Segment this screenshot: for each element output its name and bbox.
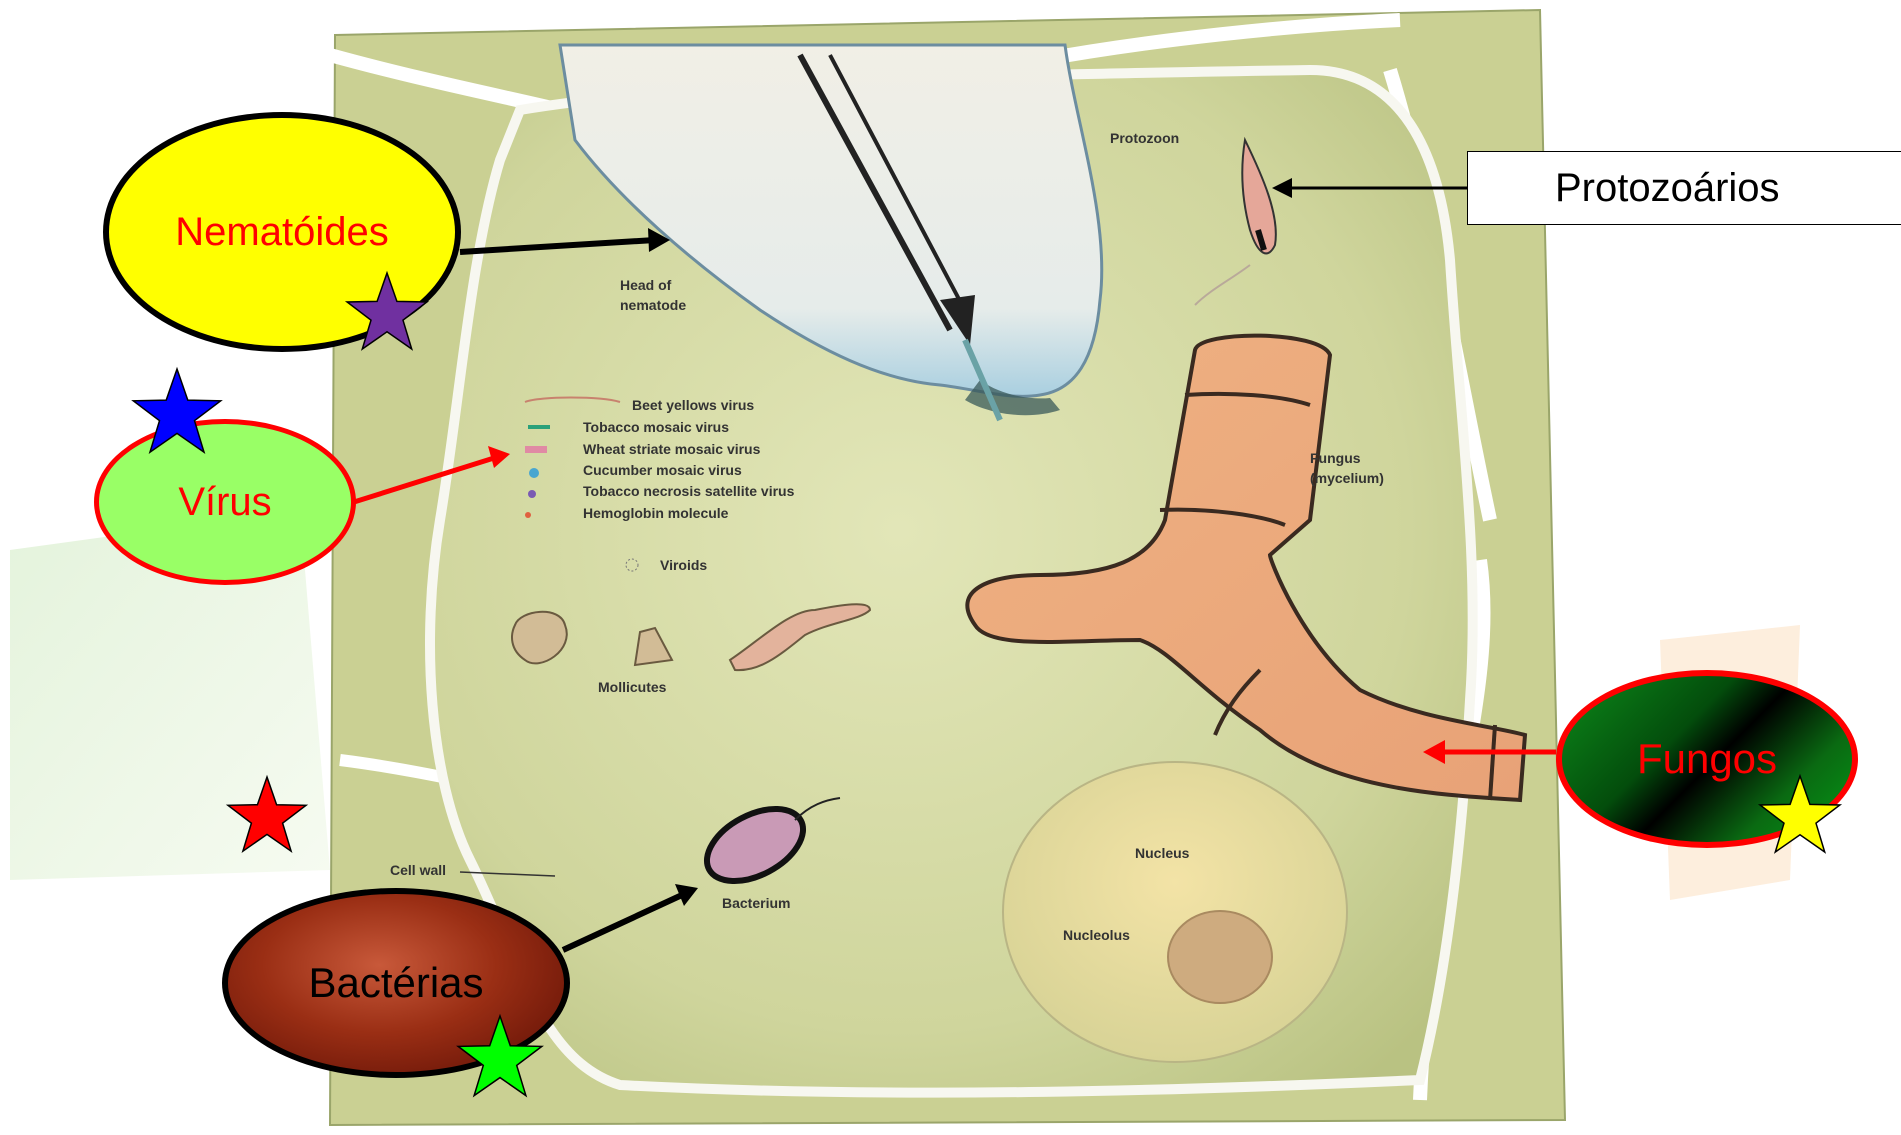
virus-list-item: Beet yellows virus: [632, 397, 754, 413]
virus-list-item: Tobacco necrosis satellite virus: [583, 483, 795, 499]
nucleolus-label: Nucleolus: [1063, 927, 1130, 943]
nucleus-label: Nucleus: [1135, 845, 1190, 861]
nematode-label: Head of: [620, 277, 672, 293]
cell-wall-label: Cell wall: [390, 862, 446, 878]
nematode-label: nematode: [620, 297, 686, 313]
virus-label: Vírus: [178, 482, 271, 522]
viroids-label: Viroids: [660, 557, 707, 573]
fungus-label: (mycelium): [1310, 470, 1384, 486]
protozoarios-callout: Protozoários: [1467, 151, 1901, 225]
mollicutes-label: Mollicutes: [598, 679, 667, 695]
virus-swatch: [525, 512, 531, 518]
bacterias-callout: Bactérias: [222, 888, 570, 1078]
virus-list-item: Hemoglobin molecule: [583, 505, 729, 521]
bacterias-label: Bactérias: [308, 962, 483, 1004]
fungos-callout: Fungos: [1556, 670, 1858, 848]
nematoides-callout: Nematóides: [103, 112, 461, 352]
virus-list-item: Tobacco mosaic virus: [583, 419, 729, 435]
virus-swatch: [528, 490, 536, 498]
virus-swatch: [525, 446, 547, 453]
virus-list-item: Wheat striate mosaic virus: [583, 441, 761, 457]
fungus-label: Fungus: [1310, 450, 1361, 466]
protozoon-label: Protozoon: [1110, 130, 1179, 146]
nucleus: [1003, 762, 1347, 1062]
virus-callout: Vírus: [94, 419, 356, 585]
bacterium-label: Bacterium: [722, 895, 790, 911]
fungos-label: Fungos: [1637, 738, 1777, 780]
virus-swatch: [529, 468, 539, 478]
virus-swatch: [528, 425, 550, 429]
nematoides-label: Nematóides: [175, 212, 388, 252]
virus-list-item: Cucumber mosaic virus: [583, 462, 742, 478]
nucleolus: [1168, 911, 1272, 1003]
protozoarios-label: Protozoários: [1555, 166, 1780, 211]
